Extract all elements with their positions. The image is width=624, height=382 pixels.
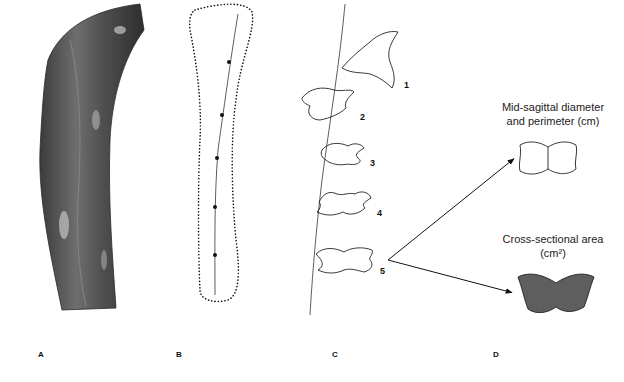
callout-number: 3 <box>370 159 375 168</box>
highlight <box>101 250 107 270</box>
cross-section: 3 <box>320 140 375 168</box>
arrow-connector <box>388 159 514 260</box>
section-outline <box>314 244 376 276</box>
section-outline <box>340 28 400 90</box>
cross-section: 4 <box>315 188 382 218</box>
arrow-connector <box>388 260 512 293</box>
section-outline <box>320 140 366 168</box>
panel-letter: A <box>38 350 44 359</box>
callout-number: 4 <box>377 209 382 218</box>
highlight <box>59 211 69 239</box>
callout-number: 5 <box>380 267 385 276</box>
airway-surface <box>40 4 144 310</box>
dotted-outline <box>190 4 253 301</box>
panel-letter: D <box>493 350 499 359</box>
section-outline <box>300 84 356 122</box>
highlight <box>114 26 126 34</box>
airway-ridge <box>70 40 86 306</box>
callout-number: 1 <box>404 81 409 90</box>
panel-letter: B <box>176 350 182 359</box>
centerline <box>310 4 345 315</box>
cross-section: 5 <box>314 244 385 276</box>
measurement-shape: Mid-sagittal diameter and perimeter (cm) <box>492 100 614 179</box>
measure-label: Mid-sagittal diameter and perimeter (cm) <box>492 100 614 129</box>
callout-number: 2 <box>360 113 365 122</box>
cross-section: 1 <box>340 28 409 90</box>
section-shape <box>516 269 596 317</box>
highlight <box>92 110 100 130</box>
measurement-shape: Cross-sectional area (cm²) <box>492 232 614 317</box>
centerline <box>215 14 238 295</box>
centerline-points <box>213 60 231 257</box>
section-shape <box>516 137 580 179</box>
panel-letter: C <box>332 350 338 359</box>
measure-label: Cross-sectional area (cm²) <box>492 232 614 261</box>
section-outline <box>315 188 373 218</box>
cross-section: 2 <box>300 84 365 122</box>
